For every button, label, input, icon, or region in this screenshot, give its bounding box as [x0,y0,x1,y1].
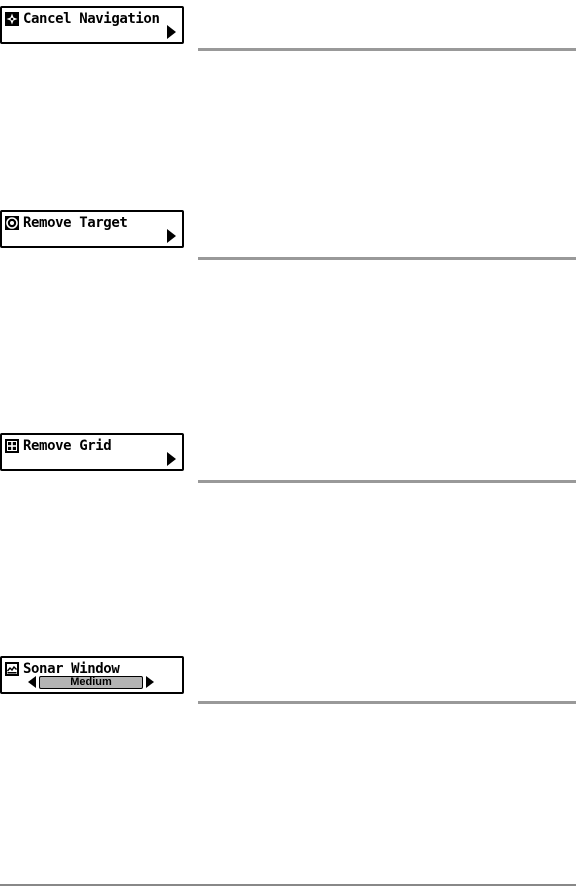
arrow-right-icon[interactable] [167,452,176,466]
menu-cancel-navigation[interactable]: Cancel Navigation [0,6,184,44]
menu-title-row: Sonar Window [5,661,120,677]
menu-label: Sonar Window [23,661,120,677]
grid-icon [5,439,19,453]
page-bottom-divider [0,884,576,886]
menu-remove-target[interactable]: Remove Target [0,210,184,248]
value-selector[interactable]: Medium [28,675,154,689]
selected-value: Medium [39,675,143,689]
arrow-right-icon[interactable] [167,25,176,39]
menu-title-row: Remove Target [5,215,128,231]
menu-remove-grid[interactable]: Remove Grid [0,433,184,471]
menu-sonar-window[interactable]: Sonar Window Medium [0,656,184,694]
menu-label: Cancel Navigation [23,11,160,27]
menu-title-row: Remove Grid [5,438,112,454]
compass-icon [5,12,19,26]
target-icon [5,216,19,230]
section-divider [198,48,576,51]
menu-label: Remove Target [23,215,128,231]
menu-label: Remove Grid [23,438,112,454]
sonar-picture-icon [5,662,19,676]
arrow-right-icon[interactable] [167,229,176,243]
section-divider [198,701,576,704]
arrow-left-icon[interactable] [28,676,36,688]
section-divider [198,257,576,260]
section-divider [198,480,576,483]
menu-title-row: Cancel Navigation [5,11,160,27]
arrow-right-icon[interactable] [146,676,154,688]
